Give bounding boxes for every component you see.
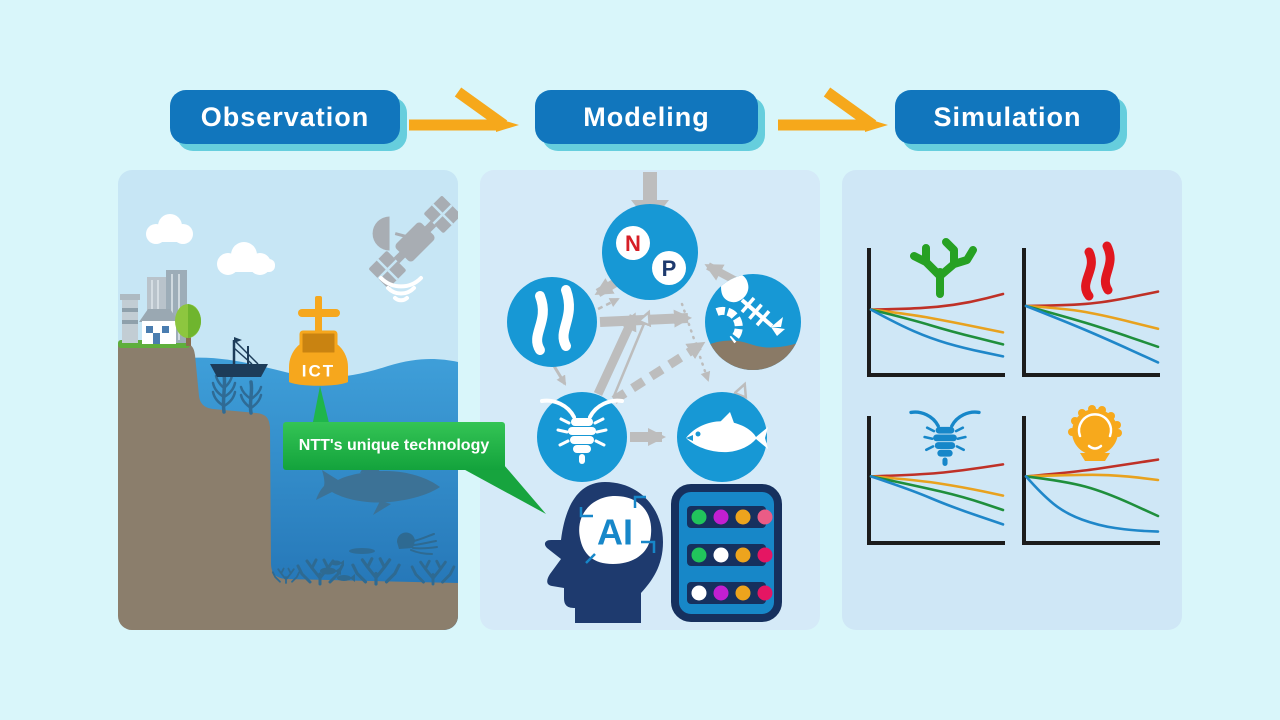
chart-copepod (869, 463, 1005, 526)
simulation-panel (842, 170, 1182, 630)
house-icon (139, 309, 179, 344)
fish-bones-icon (705, 274, 801, 370)
cloud-icon (146, 214, 193, 244)
ai-brain-icon: AI (544, 482, 663, 623)
copepod-node (537, 392, 627, 482)
chart-line-red-line (869, 292, 1005, 311)
ai-label: AI (597, 512, 633, 553)
red-seaweed-icon (1081, 241, 1115, 301)
nutrients-node: N P (602, 204, 698, 300)
chart-coral (869, 292, 1005, 358)
nitrogen-label: N (625, 231, 641, 256)
wifi-waves-icon (379, 276, 423, 303)
chart-axes (867, 248, 1160, 545)
flow-step-simulation: Simulation (895, 90, 1120, 144)
chart-line-blue-line (869, 308, 1005, 358)
flow-arrow-icon (409, 87, 519, 132)
flow-step-modeling: Modeling (535, 90, 758, 144)
chart-line-green-line (1024, 475, 1160, 518)
copepod-icon (540, 398, 624, 464)
link-zooplankton-to-nutrients-open (612, 314, 648, 397)
seaweed-node (507, 277, 597, 367)
chart-line-yellow-line (1024, 304, 1160, 331)
seaweed-icon (532, 285, 574, 355)
seafloor-coral-icon (271, 557, 456, 586)
link-zooplankton-to-nutrients (593, 312, 639, 396)
chart-line-blue-line (869, 475, 1005, 526)
chart-line-green-line (869, 308, 1005, 346)
chart-shellfish (1024, 458, 1160, 533)
ict-buoy-icon: ICT (289, 296, 348, 386)
chart-line-green-line (1024, 304, 1160, 349)
shellfish-icon (1068, 405, 1122, 461)
satellite-icon (369, 196, 458, 288)
cloud-icon (217, 242, 275, 275)
observation-panel: ICT (118, 170, 458, 630)
server-icon (671, 484, 782, 622)
fishing-boat-icon (210, 337, 268, 377)
link-nutrients-to-fish-dotted (680, 302, 711, 382)
buoy-label: ICT (302, 361, 335, 380)
copepod-icon (909, 410, 981, 466)
tree-icon (175, 304, 201, 346)
flow-arrow-icon (778, 87, 888, 132)
fish-icon (686, 412, 768, 453)
green-coral-icon (910, 238, 977, 298)
chart-line-red-line (869, 463, 1005, 478)
phosphorus-label: P (662, 256, 677, 281)
chart-line-blue-line (1024, 475, 1160, 533)
seaweed-icon (211, 373, 263, 415)
link-zooplankton-to-detritus-dashed (611, 340, 706, 404)
factory-chimney-icon (120, 294, 140, 343)
cliff-land (118, 343, 458, 630)
callout-bubble: NTT's unique technology (283, 422, 505, 470)
flow-step-observation: Observation (170, 90, 400, 144)
chart-line-blue-line (1024, 304, 1160, 364)
chart-line-yellow-line (869, 308, 1005, 334)
chart-line-yellow-line (869, 475, 1005, 497)
chart-line-green-line (869, 475, 1005, 512)
chart-red-seaweed (1024, 290, 1160, 364)
fish-bones-node (705, 274, 801, 370)
fish-node (677, 392, 768, 482)
modeling-panel: N P (480, 170, 820, 630)
server-lights (691, 509, 773, 601)
chart-line-red-line (1024, 290, 1160, 308)
link-phytoplankton-to-zooplankton (552, 365, 567, 386)
jellyfish-icon (396, 532, 438, 555)
chart-line-yellow-line (1024, 473, 1160, 482)
chart-line-red-line (1024, 458, 1160, 478)
